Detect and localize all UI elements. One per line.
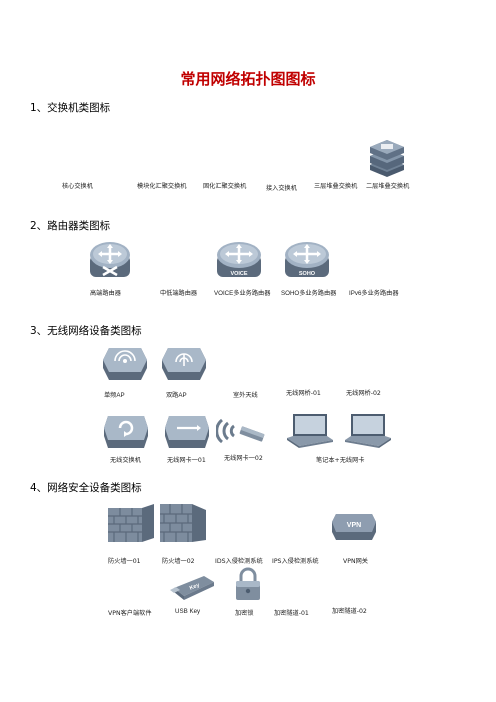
single-band-ap-icon — [103, 348, 147, 380]
soho-router-icon: SOHO — [285, 242, 329, 277]
label-modular-aggregation-switch: 模块化汇聚交换机 — [137, 183, 187, 190]
laptop-wireless-nic-icon-1 — [287, 414, 333, 448]
stacked-switch-icon — [370, 140, 404, 177]
section-heading-switches: 1、交换机类图标 — [30, 102, 111, 114]
usb-key-icon: Key — [170, 576, 214, 600]
vpn-icon-text: VPN — [347, 522, 361, 529]
label-ids: IDS入侵检测系统 — [215, 558, 263, 565]
label-access-switch: 接入交换机 — [266, 185, 297, 192]
label-wireless-nic-02: 无线网卡一02 — [224, 455, 263, 462]
label-wireless-bridge-02: 无线网桥-02 — [346, 390, 381, 397]
label-low-mid-router: 中低端路由器 — [160, 290, 198, 297]
wireless-nic-02-icon — [216, 418, 265, 444]
label-encryption-lock: 加密锁 — [235, 610, 254, 617]
label-wireless-bridge-01: 无线网桥-01 — [286, 390, 321, 397]
label-encrypted-tunnel-02: 加密隧道-02 — [332, 608, 367, 615]
label-wireless-nic-01: 无线网卡一01 — [167, 457, 206, 464]
section-heading-wireless: 3、无线网络设备类图标 — [30, 325, 142, 337]
label-dual-band-ap: 双路AP — [166, 392, 187, 399]
lock-icon — [236, 567, 260, 600]
label-ipv6-router: IPv6多业务路由器 — [349, 290, 399, 297]
label-outdoor-antenna: 室外天线 — [233, 392, 258, 399]
label-l3-stacked-switch: 三层堆叠交换机 — [314, 183, 358, 190]
section-heading-security: 4、网络安全设备类图标 — [30, 482, 142, 494]
label-single-band-ap: 单频AP — [104, 392, 125, 399]
label-high-end-router: 高端路由器 — [90, 290, 121, 297]
label-vpn-client: VPN客户端软件 — [108, 610, 152, 617]
label-ips: IPS入侵检测系统 — [272, 558, 319, 565]
firewall-01-icon — [108, 504, 154, 542]
laptop-wireless-nic-icon-2 — [345, 414, 391, 448]
page-title: 常用网络拓扑图图标 — [180, 70, 316, 88]
label-core-switch: 核心交换机 — [62, 183, 93, 190]
wireless-switch-icon — [104, 416, 148, 448]
label-vpn-gateway: VPN网关 — [343, 558, 368, 565]
label-laptop-wireless-nic: 笔记本+无线网卡 — [316, 457, 365, 464]
label-encrypted-tunnel-01: 加密隧道-01 — [274, 610, 309, 617]
firewall-02-icon — [160, 504, 206, 542]
label-l2-stacked-switch: 二层堆叠交换机 — [366, 183, 410, 190]
wireless-nic-01-icon — [165, 416, 209, 448]
soho-icon-text: SOHO — [299, 271, 316, 277]
vpn-gateway-icon: VPN — [332, 514, 376, 540]
label-firewall-02: 防火墙一02 — [162, 558, 195, 565]
high-end-router-icon — [90, 242, 130, 277]
dual-band-ap-icon — [162, 348, 206, 380]
voice-router-icon: VOICE — [217, 242, 261, 277]
key-icon-text: Key — [189, 582, 201, 592]
label-soho-router: SOHO多业务路由器 — [281, 290, 337, 297]
label-usb-key: USB Key — [175, 608, 201, 615]
label-firewall-01: 防火墙一01 — [108, 558, 141, 565]
label-wireless-switch: 无线交换机 — [110, 457, 141, 464]
label-voice-router: VOICE多业务路由器 — [214, 290, 271, 297]
label-fixed-aggregation-switch: 固化汇聚交换机 — [203, 183, 247, 190]
section-heading-routers: 2、路由器类图标 — [30, 220, 111, 232]
voice-icon-text: VOICE — [230, 271, 247, 277]
